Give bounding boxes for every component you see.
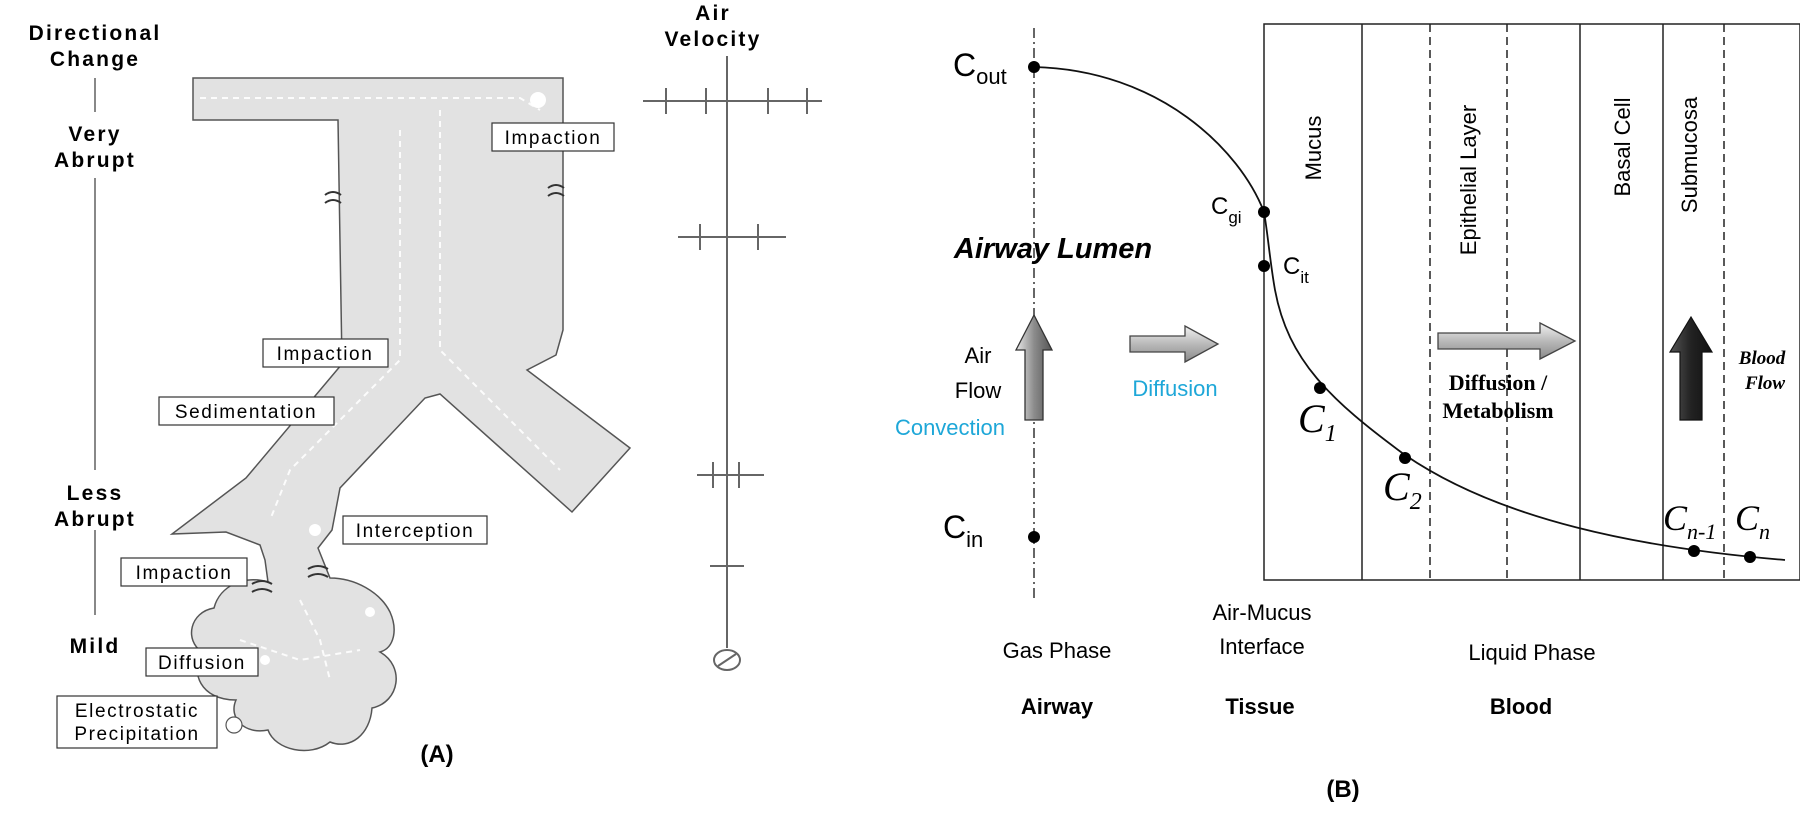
layer-submucosa-label: Submucosa (1677, 96, 1702, 213)
point-c-2 (1399, 452, 1411, 464)
interface-label-line2: Interface (1219, 634, 1305, 659)
compartment-blood-label: Blood (1490, 694, 1552, 719)
convection-label: Convection (895, 415, 1005, 440)
air-flow-label-line1: Air (965, 343, 992, 368)
label-c-2: C2 (1383, 464, 1422, 515)
point-c-in (1028, 531, 1040, 543)
concentration-points (1028, 61, 1756, 563)
layer-epithelial-label: Epithelial Layer (1456, 105, 1481, 255)
air-flow-arrow (1014, 313, 1054, 421)
svg-text:Diffusion: Diffusion (158, 653, 246, 674)
svg-text:Interception: Interception (356, 521, 475, 542)
mild-label: Mild (70, 635, 121, 658)
interface-label-line1: Air-Mucus (1212, 600, 1311, 625)
blood-flow-label-line2: Flow (1744, 373, 1785, 394)
point-c-it (1258, 260, 1270, 272)
directional-change-header-line2: Change (50, 48, 140, 71)
air-flow-label-line2: Flow (955, 378, 1002, 403)
point-c-gi (1258, 206, 1270, 218)
layer-mucus-label: Mucus (1301, 116, 1326, 181)
air-velocity-header-line1: Air (695, 2, 731, 25)
diffusion-metabolism-arrow (1437, 321, 1577, 361)
concentration-profile-curve (1033, 66, 1786, 561)
label-c-gi: Cgi (1211, 193, 1242, 227)
label-c-1: C1 (1298, 396, 1337, 447)
air-velocity-scale (643, 56, 822, 671)
mechanism-impaction-top: Impaction (491, 122, 615, 152)
airway-bifurcation-shape (169, 77, 632, 752)
mechanism-interception: Interception (342, 515, 488, 545)
layer-basal-cell-label: Basal Cell (1610, 97, 1635, 196)
diffusion-label: Diffusion (1132, 376, 1217, 401)
directional-change-header-line1: Directional (29, 22, 162, 45)
very-abrupt-label-line2: Abrupt (54, 149, 136, 172)
blood-flow-arrow (1668, 315, 1714, 421)
compartment-airway-label: Airway (1021, 694, 1094, 719)
mechanism-electrostatic-precipitation: Electrostatic Precipitation (56, 695, 218, 749)
mechanism-impaction-mid: Impaction (262, 338, 389, 368)
mechanism-impaction-low: Impaction (120, 557, 248, 587)
diffusion-metabolism-label-line1: Diffusion / (1449, 370, 1548, 395)
airway-lumen-label: Airway Lumen (953, 233, 1152, 265)
panel-a: Directional Change Very Abrupt Less Abru… (29, 2, 822, 768)
svg-text:Precipitation: Precipitation (74, 724, 199, 745)
diffusion-metabolism-label-line2: Metabolism (1442, 398, 1553, 423)
panel-b-caption: (B) (1326, 776, 1359, 803)
label-c-it: Cit (1283, 253, 1309, 287)
point-c-out (1028, 61, 1040, 73)
svg-text:Impaction: Impaction (136, 563, 233, 584)
mechanism-diffusion: Diffusion (145, 647, 259, 677)
air-velocity-header-line2: Velocity (665, 28, 762, 51)
panel-b: Mucus Epithelial Layer Basal Cell Submuc… (895, 23, 1800, 803)
panel-a-caption: (A) (420, 741, 453, 768)
less-abrupt-label-line2: Abrupt (54, 508, 136, 531)
svg-text:Sedimentation: Sedimentation (175, 402, 317, 423)
tissue-layers-box (1263, 23, 1800, 581)
compartment-tissue-label: Tissue (1225, 694, 1294, 719)
liquid-phase-label: Liquid Phase (1468, 640, 1595, 665)
less-abrupt-label-line1: Less (67, 482, 124, 505)
point-c-1 (1314, 382, 1326, 394)
label-c-in: Cin (943, 509, 983, 552)
svg-text:Impaction: Impaction (505, 128, 602, 149)
label-c-n1: Cn-1 (1663, 498, 1716, 544)
point-c-n1 (1688, 545, 1700, 557)
mechanism-sedimentation: Sedimentation (158, 396, 335, 426)
label-c-out: Cout (953, 47, 1007, 89)
gas-phase-label: Gas Phase (1003, 638, 1112, 663)
label-c-n: Cn (1735, 498, 1770, 544)
point-c-n (1744, 551, 1756, 563)
svg-text:Electrostatic: Electrostatic (75, 701, 199, 722)
svg-text:Impaction: Impaction (277, 344, 374, 365)
very-abrupt-label-line1: Very (68, 123, 121, 146)
diffusion-arrow (1129, 324, 1220, 364)
blood-flow-label-line1: Blood (1738, 348, 1786, 369)
